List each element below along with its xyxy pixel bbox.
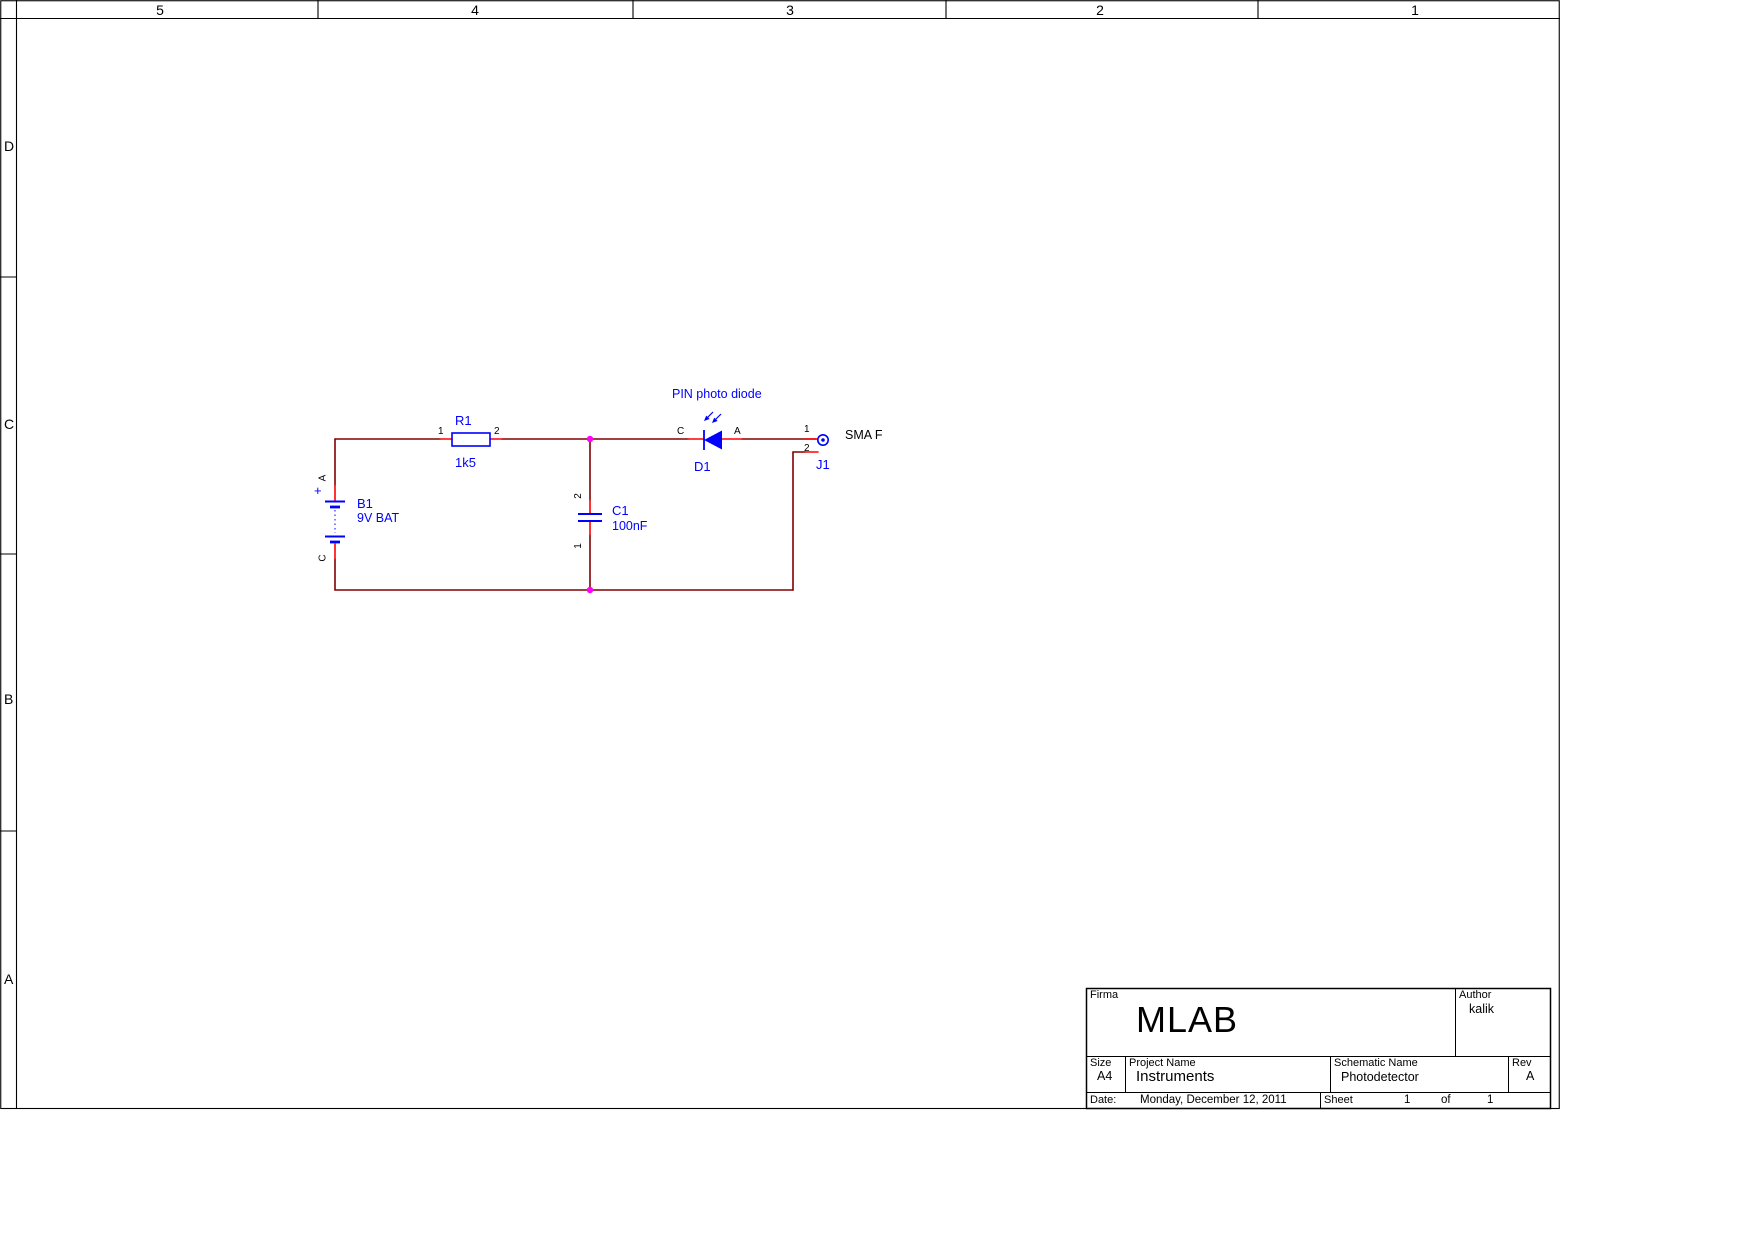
component-pins <box>334 438 819 560</box>
tb-rev-value: A <box>1526 1069 1535 1083</box>
connector-ref: J1 <box>816 457 830 472</box>
frame-row-label-b: B <box>4 691 14 707</box>
frame-column-label-2: 2 <box>1096 2 1104 18</box>
circuit <box>325 411 829 594</box>
frame-column-label-3: 3 <box>786 2 794 18</box>
capacitor-symbol <box>578 513 602 522</box>
connector-pin2-number: 2 <box>804 443 810 454</box>
frame-row-label-a: A <box>4 971 14 987</box>
frame-ticks <box>0 0 1259 832</box>
photodiode-note: PIN photo diode <box>672 387 762 401</box>
photodiode-ref: D1 <box>694 459 711 474</box>
tb-date-value: Monday, December 12, 2011 <box>1140 1094 1287 1106</box>
battery-pin-c-label: C <box>317 554 329 562</box>
battery-symbol <box>325 500 345 544</box>
battery-plus-sign: + <box>314 483 322 498</box>
frame-row-label-d: D <box>4 138 15 154</box>
tb-sheet-label: Sheet <box>1324 1094 1353 1106</box>
light-arrows-icon <box>704 411 722 423</box>
capacitor-pin1-number: 1 <box>572 543 584 549</box>
resistor-ref: R1 <box>455 413 472 428</box>
frame-row-label-c: C <box>4 416 15 432</box>
resistor-value: 1k5 <box>455 455 476 470</box>
capacitor-ref: C1 <box>612 503 629 518</box>
tb-sheet-number: 1 <box>1404 1094 1411 1106</box>
battery-value: 9V BAT <box>357 511 400 525</box>
frame-column-label-1: 1 <box>1411 2 1419 18</box>
tb-sheet-total: 1 <box>1487 1094 1494 1106</box>
nets <box>334 438 817 591</box>
tb-size-label: Size <box>1090 1057 1112 1069</box>
frame-column-label-5: 5 <box>156 2 164 18</box>
tb-author-value: kalik <box>1469 1002 1495 1016</box>
title-block-grid <box>1085 987 1552 1110</box>
tb-project-value: Instruments <box>1136 1068 1215 1085</box>
battery-pin-a-label: A <box>317 474 329 482</box>
junction-dot <box>586 435 594 443</box>
tb-project-label: Project Name <box>1129 1057 1196 1069</box>
connector-type-label: SMA F <box>845 428 883 442</box>
photodiode-symbol <box>703 411 722 450</box>
resistor-symbol <box>451 432 491 447</box>
frame-column-label-4: 4 <box>471 2 479 18</box>
tb-date-label: Date: <box>1090 1094 1117 1106</box>
capacitor-value: 100nF <box>612 519 648 533</box>
wire-segment <box>334 558 794 591</box>
photodiode-cathode-label: C <box>677 426 685 437</box>
title-block-outline <box>1085 987 1552 1110</box>
capacitor-pin2-number: 2 <box>572 493 584 499</box>
tb-rev-label: Rev <box>1512 1057 1532 1069</box>
connector-pin1-number: 1 <box>804 424 810 435</box>
battery-ref: B1 <box>357 496 373 511</box>
tb-size-value: A4 <box>1097 1069 1113 1083</box>
resistor-pin2-number: 2 <box>494 426 500 437</box>
resistor-pin1-number: 1 <box>438 426 444 437</box>
tb-company-name: MLAB <box>1136 999 1239 1040</box>
connector-symbol <box>816 433 829 446</box>
tb-author-label: Author <box>1459 989 1492 1001</box>
tb-of-label: of <box>1441 1094 1451 1106</box>
photodiode-anode-label: A <box>734 426 741 437</box>
tb-company-label: Firma <box>1090 989 1119 1001</box>
frame-outline <box>0 0 1560 1110</box>
wire-segment <box>792 451 806 591</box>
tb-schematic-label: Schematic Name <box>1334 1057 1418 1069</box>
border-frame <box>0 0 1560 1110</box>
tb-schematic-value: Photodetector <box>1341 1070 1419 1084</box>
junction-dot <box>586 586 594 594</box>
